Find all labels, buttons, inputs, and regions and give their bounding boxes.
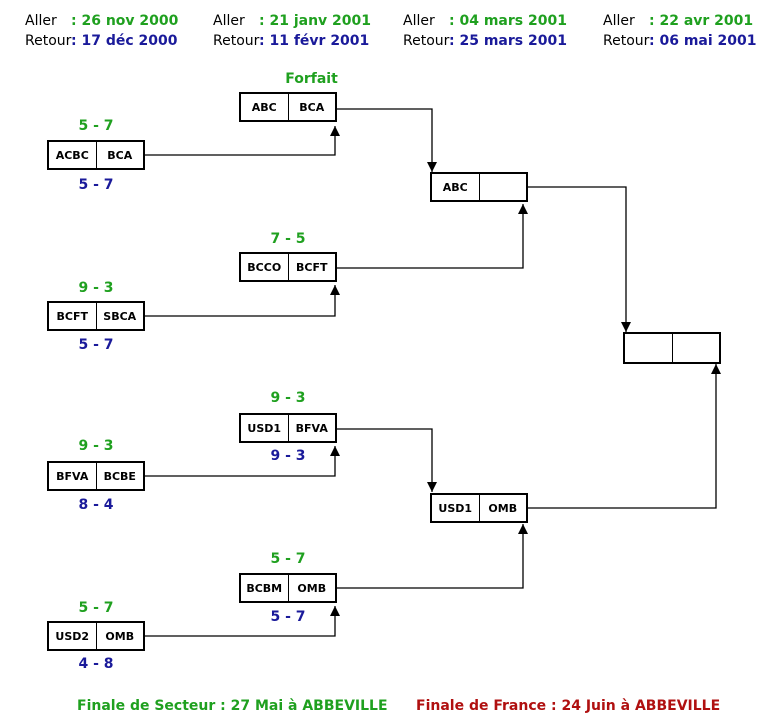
r1-match-1: ACBC BCA bbox=[47, 140, 145, 170]
r2-match-2-aller-score: 7 - 5 bbox=[270, 231, 306, 247]
r2-match-4-aller-score: 5 - 7 bbox=[270, 551, 306, 567]
arrowhead bbox=[330, 126, 340, 136]
team-home: BCCO bbox=[247, 260, 282, 274]
date-header-3: Aller: 04 mars 2001 Retour: 25 mars 2001 bbox=[403, 13, 567, 49]
team-home: USD1 bbox=[438, 501, 473, 515]
team-away: BCFT bbox=[287, 254, 336, 280]
team-away: SBCA bbox=[95, 303, 144, 329]
r2-match-4-retour-score: 5 - 7 bbox=[270, 609, 306, 625]
r3-match-2: USD1 OMB bbox=[430, 493, 528, 523]
team-home: BFVA bbox=[56, 469, 89, 483]
team-away: OMB bbox=[287, 575, 336, 601]
r1-match-4: USD2 OMB bbox=[47, 621, 145, 651]
r2-match-1: ABC BCA bbox=[239, 92, 337, 122]
r2-match-3: USD1 BFVA bbox=[239, 413, 337, 443]
team-home: ABC bbox=[251, 100, 277, 114]
connector-r2-3 bbox=[336, 428, 433, 492]
team-home: ABC bbox=[442, 180, 468, 194]
connector-r3-1 bbox=[527, 186, 627, 332]
footer-sector-final: Finale de Secteur : 27 Mai à ABBEVILLE bbox=[77, 698, 388, 714]
arrowhead bbox=[330, 606, 340, 616]
date-header-1: Aller: 26 nov 2000 Retour: 17 déc 2000 bbox=[25, 13, 179, 49]
r1-match-4-retour-score: 4 - 8 bbox=[78, 656, 114, 672]
team-home: BCFT bbox=[56, 309, 88, 323]
team-away: OMB bbox=[95, 623, 144, 649]
arrowhead bbox=[427, 162, 437, 172]
r1-match-1-aller-score: 5 - 7 bbox=[78, 118, 114, 134]
date-header-2: Aller: 21 janv 2001 Retour: 11 févr 2001 bbox=[213, 13, 372, 49]
team-away: BFVA bbox=[287, 415, 336, 441]
connector-r2-4 bbox=[336, 524, 524, 589]
team-away: BCA bbox=[95, 142, 144, 168]
team-away bbox=[478, 174, 527, 200]
r1-match-2: BCFT SBCA bbox=[47, 301, 145, 331]
team-home: ACBC bbox=[55, 148, 89, 162]
footer-france-final: Finale de France : 24 Juin à ABBEVILLE bbox=[416, 698, 721, 714]
r2-match-3-retour-score: 9 - 3 bbox=[270, 448, 306, 464]
connector-r3-2 bbox=[527, 364, 717, 509]
final-match bbox=[623, 332, 721, 364]
connector-r1-2 bbox=[145, 285, 336, 317]
team-home: USD1 bbox=[247, 421, 282, 435]
arrowhead bbox=[711, 364, 721, 374]
r2-match-4: BCBM OMB bbox=[239, 573, 337, 603]
r1-match-4-aller-score: 5 - 7 bbox=[78, 600, 114, 616]
r2-match-3-aller-score: 9 - 3 bbox=[270, 390, 306, 406]
r1-match-2-retour-score: 5 - 7 bbox=[78, 337, 114, 353]
arrowhead bbox=[518, 524, 528, 534]
r2-match-2: BCCO BCFT bbox=[239, 252, 337, 282]
r1-match-3: BFVA BCBE bbox=[47, 461, 145, 491]
r1-match-2-aller-score: 9 - 3 bbox=[78, 280, 114, 296]
r1-match-3-retour-score: 8 - 4 bbox=[78, 497, 114, 513]
team-home bbox=[625, 334, 672, 362]
connector-r2-2 bbox=[336, 204, 524, 269]
date-header-4: Aller: 22 avr 2001 Retour: 06 mai 2001 bbox=[603, 13, 757, 49]
arrowhead bbox=[518, 204, 528, 214]
arrowhead bbox=[330, 446, 340, 456]
team-away: OMB bbox=[478, 495, 527, 521]
r3-match-1: ABC bbox=[430, 172, 528, 202]
team-away: BCBE bbox=[95, 463, 144, 489]
arrowhead bbox=[330, 285, 340, 295]
team-away bbox=[671, 334, 720, 362]
connector-r1-1 bbox=[145, 126, 336, 156]
arrowhead bbox=[621, 322, 631, 332]
r1-match-3-aller-score: 9 - 3 bbox=[78, 438, 114, 454]
connector-r2-1 bbox=[336, 108, 433, 172]
team-away: BCA bbox=[287, 94, 336, 120]
team-home: USD2 bbox=[55, 629, 90, 643]
team-home: BCBM bbox=[246, 581, 283, 595]
r2-match-1-aller-score: Forfait bbox=[285, 71, 338, 87]
arrowhead bbox=[427, 482, 437, 492]
r1-match-1-retour-score: 5 - 7 bbox=[78, 177, 114, 193]
